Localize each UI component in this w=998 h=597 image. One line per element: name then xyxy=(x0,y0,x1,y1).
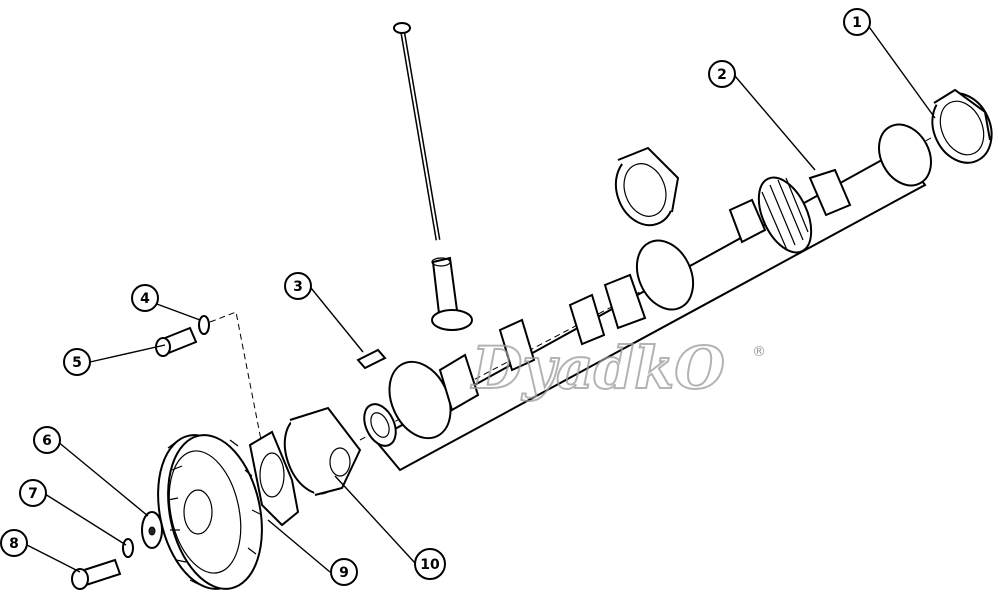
tappet xyxy=(431,256,473,331)
svg-text:®: ® xyxy=(752,344,766,360)
callout-4: 4 xyxy=(131,284,159,312)
svg-text:DyadkO: DyadkO xyxy=(470,334,725,402)
callout-1: 1 xyxy=(843,8,871,36)
callout-7: 7 xyxy=(19,479,47,507)
svg-text:9: 9 xyxy=(339,565,349,581)
svg-text:2: 2 xyxy=(717,67,727,83)
callout-3: 3 xyxy=(284,272,312,300)
svg-text:10: 10 xyxy=(420,557,440,573)
svg-text:5: 5 xyxy=(72,355,82,371)
svg-text:8: 8 xyxy=(9,536,19,552)
watermark-logo: DyadkO ® xyxy=(469,333,766,403)
svg-text:6: 6 xyxy=(42,433,52,449)
callout-10: 10 xyxy=(414,548,446,580)
svg-text:7: 7 xyxy=(28,486,38,502)
bearing-bush-1 xyxy=(931,88,993,164)
thrust-plate xyxy=(248,430,300,527)
callout-2: 2 xyxy=(708,60,736,88)
washer-4 xyxy=(198,315,210,335)
bolt-5 xyxy=(155,326,198,357)
svg-text:3: 3 xyxy=(293,279,303,295)
callout-5: 5 xyxy=(63,348,91,376)
push-rod xyxy=(393,22,441,241)
timing-gear xyxy=(157,434,263,590)
callout-6: 6 xyxy=(33,426,61,454)
bearing-bush-middle xyxy=(614,146,680,227)
camshaft xyxy=(363,123,932,472)
callout-8: 8 xyxy=(0,529,28,557)
svg-text:1: 1 xyxy=(852,15,862,31)
svg-text:4: 4 xyxy=(140,291,150,307)
woodruff-key xyxy=(356,348,387,370)
callout-9: 9 xyxy=(330,558,358,586)
lock-washer-7 xyxy=(122,538,134,558)
washer-6 xyxy=(141,511,163,549)
bolt-8 xyxy=(71,558,122,590)
spacer-ring xyxy=(283,406,362,496)
